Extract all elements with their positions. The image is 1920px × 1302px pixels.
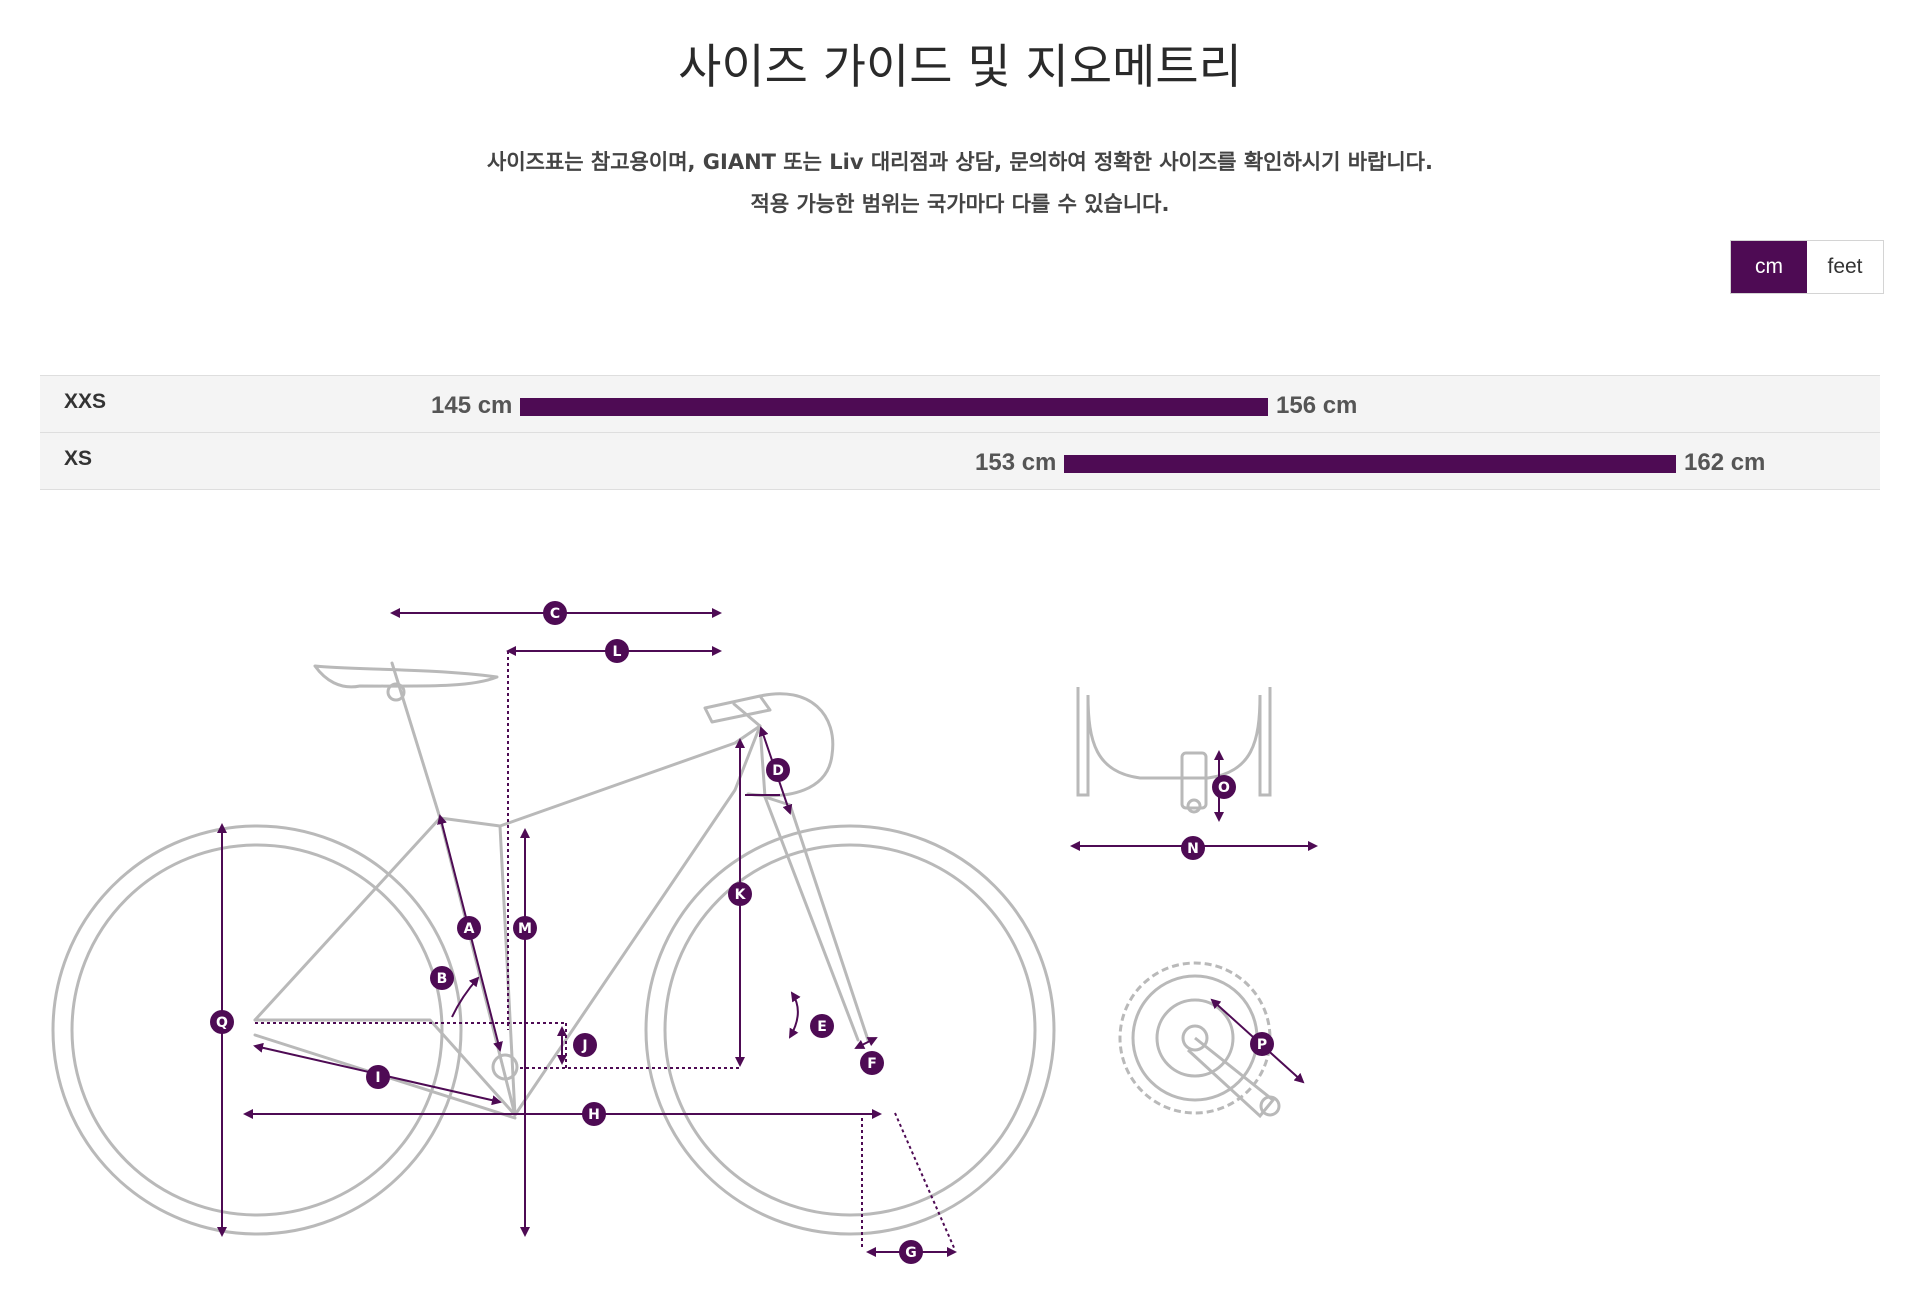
- page-title: 사이즈 가이드 및 지오메트리: [678, 40, 1242, 95]
- measurement-markers: C L D A M K B Q E J F I H G O N P: [210, 601, 1274, 1264]
- marker-label-q: Q: [216, 1015, 228, 1031]
- marker-label-g: G: [905, 1245, 917, 1261]
- marker-label-c: C: [550, 606, 560, 622]
- marker-k: K: [728, 882, 752, 906]
- size-label-xs: XS: [64, 447, 93, 470]
- marker-f: F: [860, 1051, 884, 1075]
- marker-label-b: B: [437, 971, 448, 987]
- size-notice-line-2: 적용 가능한 범위는 국가마다 다를 수 있습니다.: [750, 192, 1170, 216]
- size-notice-line-1: 사이즈표는 참고용이며, GIANT 또는 Liv 대리점과 상담, 문의하여 …: [487, 150, 1433, 174]
- marker-label-n: N: [1187, 841, 1199, 857]
- unit-cm-button[interactable]: cm: [1731, 241, 1807, 293]
- marker-label-h: H: [588, 1107, 600, 1123]
- marker-g: G: [899, 1240, 923, 1264]
- marker-label-e: E: [817, 1019, 827, 1035]
- marker-label-k: K: [735, 887, 747, 903]
- marker-h: H: [582, 1102, 606, 1126]
- range-min-xxs: 145 cm: [431, 392, 513, 419]
- geometry-diagram: C L D A M K B Q E J F I H G O N P: [51, 601, 1318, 1264]
- size-label-xxs: XXS: [64, 390, 107, 413]
- marker-label-a: A: [464, 921, 475, 937]
- marker-label-d: D: [772, 763, 784, 779]
- marker-p: P: [1250, 1032, 1274, 1056]
- marker-e: E: [810, 1014, 834, 1038]
- range-max-xs: 162 cm: [1684, 449, 1766, 476]
- range-bar-xs: [1064, 455, 1676, 473]
- range-max-xxs: 156 cm: [1276, 392, 1358, 419]
- marker-c: C: [543, 601, 567, 625]
- marker-label-f: F: [867, 1056, 877, 1072]
- marker-label-p: P: [1257, 1037, 1267, 1053]
- marker-m: M: [513, 916, 537, 940]
- size-row-xs: XS 153 cm 162 cm: [40, 433, 1880, 490]
- handlebar-front-view: [1076, 687, 1272, 814]
- marker-n: N: [1181, 836, 1205, 860]
- bicycle-outline: [51, 661, 1056, 1236]
- marker-j: J: [573, 1033, 597, 1057]
- marker-label-j: J: [581, 1038, 587, 1054]
- marker-d: D: [766, 758, 790, 782]
- unit-toggle: cm feet: [1730, 240, 1884, 294]
- range-min-xs: 153 cm: [975, 449, 1057, 476]
- marker-label-l: L: [613, 644, 622, 660]
- marker-i: I: [366, 1065, 390, 1089]
- size-row-xxs: XXS 145 cm 156 cm: [40, 376, 1880, 433]
- marker-b: B: [430, 966, 454, 990]
- unit-feet-button[interactable]: feet: [1807, 241, 1883, 293]
- marker-label-i: I: [375, 1070, 380, 1086]
- marker-l: L: [605, 639, 629, 663]
- marker-label-m: M: [518, 921, 532, 937]
- size-range-table: XXS 145 cm 156 cm XS 153 cm 162 cm: [40, 375, 1880, 490]
- range-bar-xxs: [520, 398, 1268, 416]
- marker-o: O: [1212, 775, 1236, 799]
- marker-a: A: [457, 916, 481, 940]
- marker-q: Q: [210, 1010, 234, 1034]
- marker-label-o: O: [1218, 780, 1230, 796]
